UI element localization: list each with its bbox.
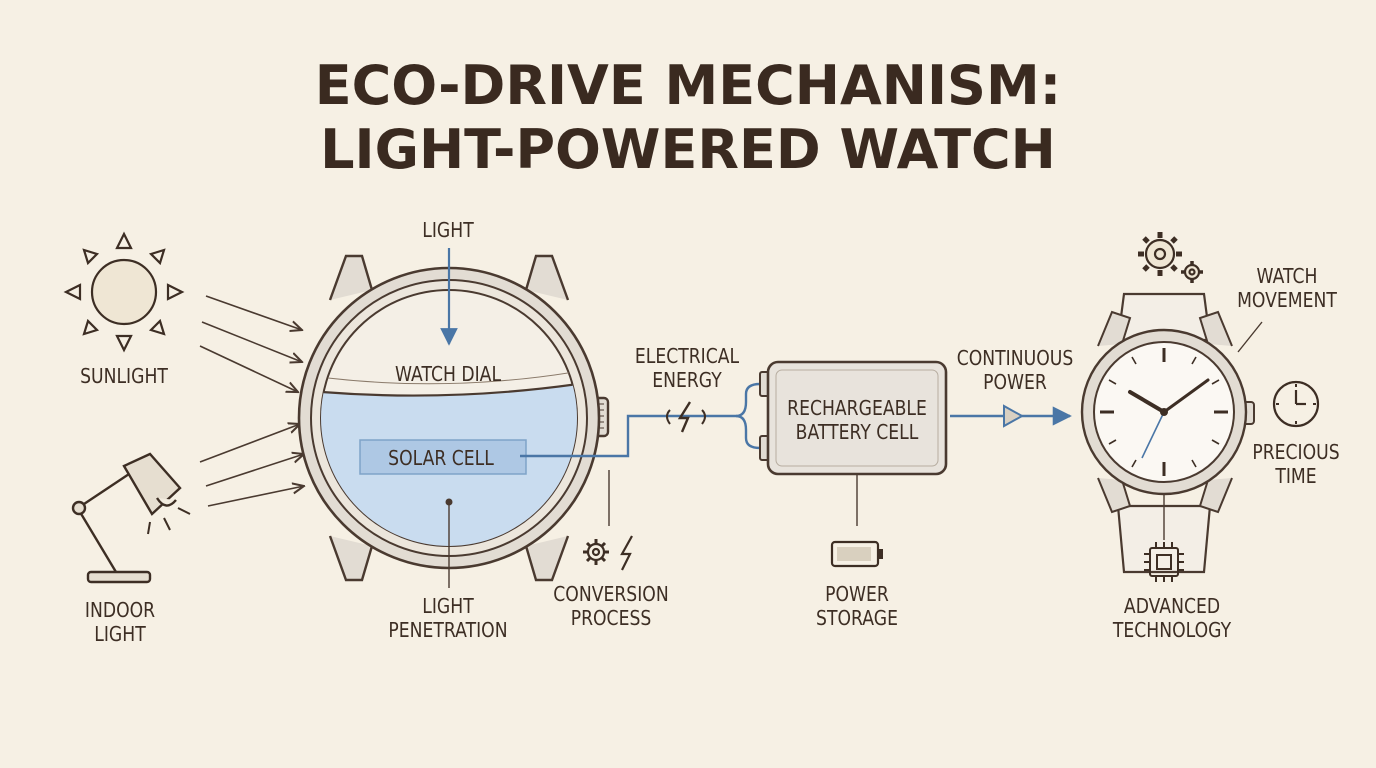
- clock-icon: [1272, 380, 1320, 428]
- title-line-2: LIGHT-POWERED WATCH: [320, 118, 1056, 181]
- battery-cell: [759, 360, 948, 526]
- gear-lightning-icon: [583, 535, 633, 571]
- label-power-storage: POWER STORAGE: [816, 582, 898, 630]
- label-solar-cell: SOLAR CELL: [388, 446, 494, 470]
- label-light: LIGHT: [422, 218, 474, 242]
- label-electrical-energy: ELECTRICAL ENERGY: [634, 344, 740, 392]
- chip-icon: [1144, 542, 1184, 582]
- label-advanced-technology: ADVANCED TECHNOLOGY: [1112, 594, 1232, 642]
- gears-icon: [1138, 232, 1203, 283]
- label-indoor-light: INDOOR LIGHT: [84, 598, 156, 646]
- label-light-penetration: LIGHT PENETRATION: [388, 594, 508, 642]
- title-line-1: ECO-DRIVE MECHANISM:: [314, 54, 1062, 117]
- sun-icon: [63, 231, 185, 353]
- power-flow-arrow: [1003, 404, 1025, 428]
- battery-small-icon: [830, 540, 883, 568]
- label-sunlight: SUNLIGHT: [80, 364, 168, 388]
- wrist-watch: [1080, 292, 1263, 574]
- label-battery-cell: RECHARGEABLE BATTERY CELL: [787, 396, 927, 444]
- label-continuous-power: CONTINUOUS POWER: [956, 346, 1074, 394]
- label-watch-dial: WATCH DIAL: [394, 362, 502, 386]
- label-watch-movement: WATCH MOVEMENT: [1237, 264, 1337, 312]
- label-conversion-process: CONVERSION PROCESS: [553, 582, 669, 630]
- solar-watch: [297, 248, 610, 588]
- lightning-icon: [666, 401, 706, 433]
- diagram-title: ECO-DRIVE MECHANISM: LIGHT-POWERED WATCH: [0, 54, 1376, 182]
- desk-lamp-icon: [71, 452, 191, 584]
- label-precious-time: PRECIOUS TIME: [1252, 440, 1340, 488]
